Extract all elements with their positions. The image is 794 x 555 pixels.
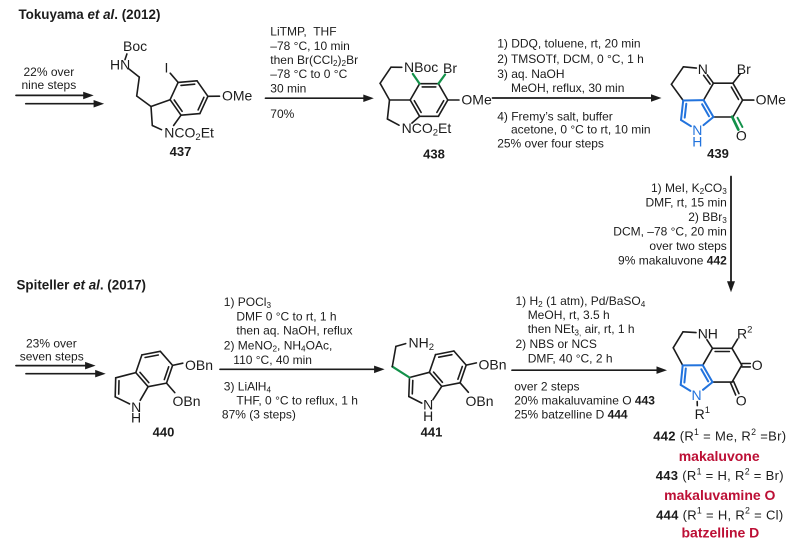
svg-text:DMF, 40 °C, 2 h: DMF, 40 °C, 2 h <box>528 351 613 365</box>
svg-text:OBn: OBn <box>185 357 213 373</box>
svg-text:441: 441 <box>421 424 443 439</box>
svg-text:Boc: Boc <box>123 38 147 54</box>
svg-text:then NEt3,​ air, rt, 1 h: then NEt3,​ air, rt, 1 h <box>528 322 635 337</box>
svg-text:HN: HN <box>110 56 130 72</box>
svg-text:acetone, 0 °C to rt, 10 min: acetone, 0 °C to rt, 10 min <box>511 123 651 137</box>
svg-text:OMe: OMe <box>756 92 787 108</box>
svg-text:OMe: OMe <box>461 91 492 107</box>
svg-text:makaluvamine O: makaluvamine O <box>664 487 775 503</box>
svg-text:Br: Br <box>737 61 751 77</box>
svg-text:NCO2​Et: NCO2​Et <box>164 124 214 143</box>
svg-text:I: I <box>165 59 169 75</box>
svg-text:NH: NH <box>698 325 718 341</box>
svg-text:440: 440 <box>153 425 175 440</box>
svg-text:438: 438 <box>423 146 445 161</box>
svg-text:then aq. NaOH, reflux: then aq. NaOH, reflux <box>236 324 352 338</box>
svg-text:seven steps: seven steps <box>20 350 84 364</box>
svg-text:O: O <box>736 127 747 143</box>
svg-text:25% over four steps: 25% over four steps <box>497 136 604 150</box>
svg-text:NCO2​Et: NCO2​Et <box>402 120 452 139</box>
svg-text:O: O <box>752 357 763 373</box>
svg-text:3) aq. NaOH: 3) aq. NaOH <box>497 67 564 81</box>
svg-text:9% makaluvone 442: 9% makaluvone 442 <box>618 254 727 268</box>
svg-text:nine steps: nine steps <box>22 78 77 92</box>
svg-text:over two steps: over two steps <box>649 239 726 253</box>
svg-text:1) H2​ (1 atm), Pd/BaSO4​: 1) H2​ (1 atm), Pd/BaSO4​ <box>516 294 646 309</box>
svg-text:O: O <box>736 392 747 408</box>
svg-text:OMe: OMe <box>222 88 253 104</box>
svg-text:makaluvone: makaluvone <box>679 448 760 464</box>
svg-text:THF, 0 °C to reflux, 1 h: THF, 0 °C to reflux, 1 h <box>236 393 358 407</box>
svg-text:22% over: 22% over <box>24 65 75 79</box>
svg-text:444 (R1​ = H, R2​ = Cl): 444 (R1​ = H, R2​ = Cl) <box>656 506 783 523</box>
svg-text:DMF 0 °C to rt, 1 h: DMF 0 °C to rt, 1 h <box>236 310 336 324</box>
svg-text:Tokuyama et al. (2012): Tokuyama et al. (2012) <box>19 7 161 22</box>
svg-text:4) Fremy’s salt, buffer: 4) Fremy’s salt, buffer <box>497 109 613 123</box>
svg-text:H: H <box>423 408 433 424</box>
svg-text:–78 °C, 10 min: –78 °C, 10 min <box>270 39 350 53</box>
svg-text:OBn: OBn <box>479 357 507 373</box>
svg-text:23% over: 23% over <box>26 336 77 350</box>
svg-text:110 °C, 40 min: 110 °C, 40 min <box>233 353 312 367</box>
svg-text:70%: 70% <box>270 107 294 121</box>
svg-text:–78 °C to 0 °C: –78 °C to 0 °C <box>270 67 347 81</box>
svg-text:30 min: 30 min <box>270 81 306 95</box>
svg-text:H: H <box>131 410 141 426</box>
svg-text:437: 437 <box>170 144 192 159</box>
svg-text:Br: Br <box>443 60 457 76</box>
svg-text:2) MeNO2​, NH4​OAc,: 2) MeNO2​, NH4​OAc, <box>224 338 332 353</box>
svg-text:1) MeI, K2​CO3​: 1) MeI, K2​CO3​ <box>651 181 727 196</box>
svg-text:OBn: OBn <box>466 393 494 409</box>
svg-text:2) NBS or NCS: 2) NBS or NCS <box>516 337 597 351</box>
svg-text:20% makaluvamine O 443: 20% makaluvamine O 443 <box>514 393 655 407</box>
svg-text:DMF, rt, 15 min: DMF, rt, 15 min <box>645 195 726 209</box>
svg-text:25% batzelline D 444: 25% batzelline D 444 <box>514 407 628 421</box>
svg-text:LiTMP, THF: LiTMP, THF <box>270 25 336 39</box>
svg-text:MeOH, rt, 3.5 h: MeOH, rt, 3.5 h <box>528 308 610 322</box>
svg-text:443 (R1​ = H, R2​ = Br): 443 (R1​ = H, R2​ = Br) <box>656 466 784 483</box>
svg-text:3) LiAlH4​: 3) LiAlH4​ <box>224 379 272 394</box>
svg-text:442 (R1​ = Me, R2​ =Br): 442 (R1​ = Me, R2​ =Br) <box>653 427 786 444</box>
svg-text:MeOH, reflux, 30 min: MeOH, reflux, 30 min <box>511 81 624 95</box>
svg-text:Spiteller et al. (2017): Spiteller et al. (2017) <box>17 278 147 293</box>
svg-text:N: N <box>698 61 708 77</box>
svg-text:over 2 steps: over 2 steps <box>514 379 579 393</box>
svg-text:87% (3 steps): 87% (3 steps) <box>222 408 296 422</box>
svg-text:H: H <box>692 133 702 149</box>
svg-text:NBoc: NBoc <box>404 59 438 75</box>
svg-text:DCM, –78 °C, 20 min: DCM, –78 °C, 20 min <box>613 224 727 238</box>
svg-text:2) BBr3​: 2) BBr3​ <box>688 210 727 225</box>
svg-text:N: N <box>692 387 702 403</box>
svg-text:batzelline D: batzelline D <box>682 525 760 541</box>
svg-text:OBn: OBn <box>173 393 201 409</box>
svg-text:2) TMSOTf, DCM, 0 °C, 1 h: 2) TMSOTf, DCM, 0 °C, 1 h <box>497 52 644 66</box>
svg-text:1) POCl3​: 1) POCl3​ <box>224 295 272 310</box>
svg-text:439: 439 <box>707 146 729 161</box>
svg-text:1) DDQ, toluene, rt, 20 min: 1) DDQ, toluene, rt, 20 min <box>497 37 640 51</box>
